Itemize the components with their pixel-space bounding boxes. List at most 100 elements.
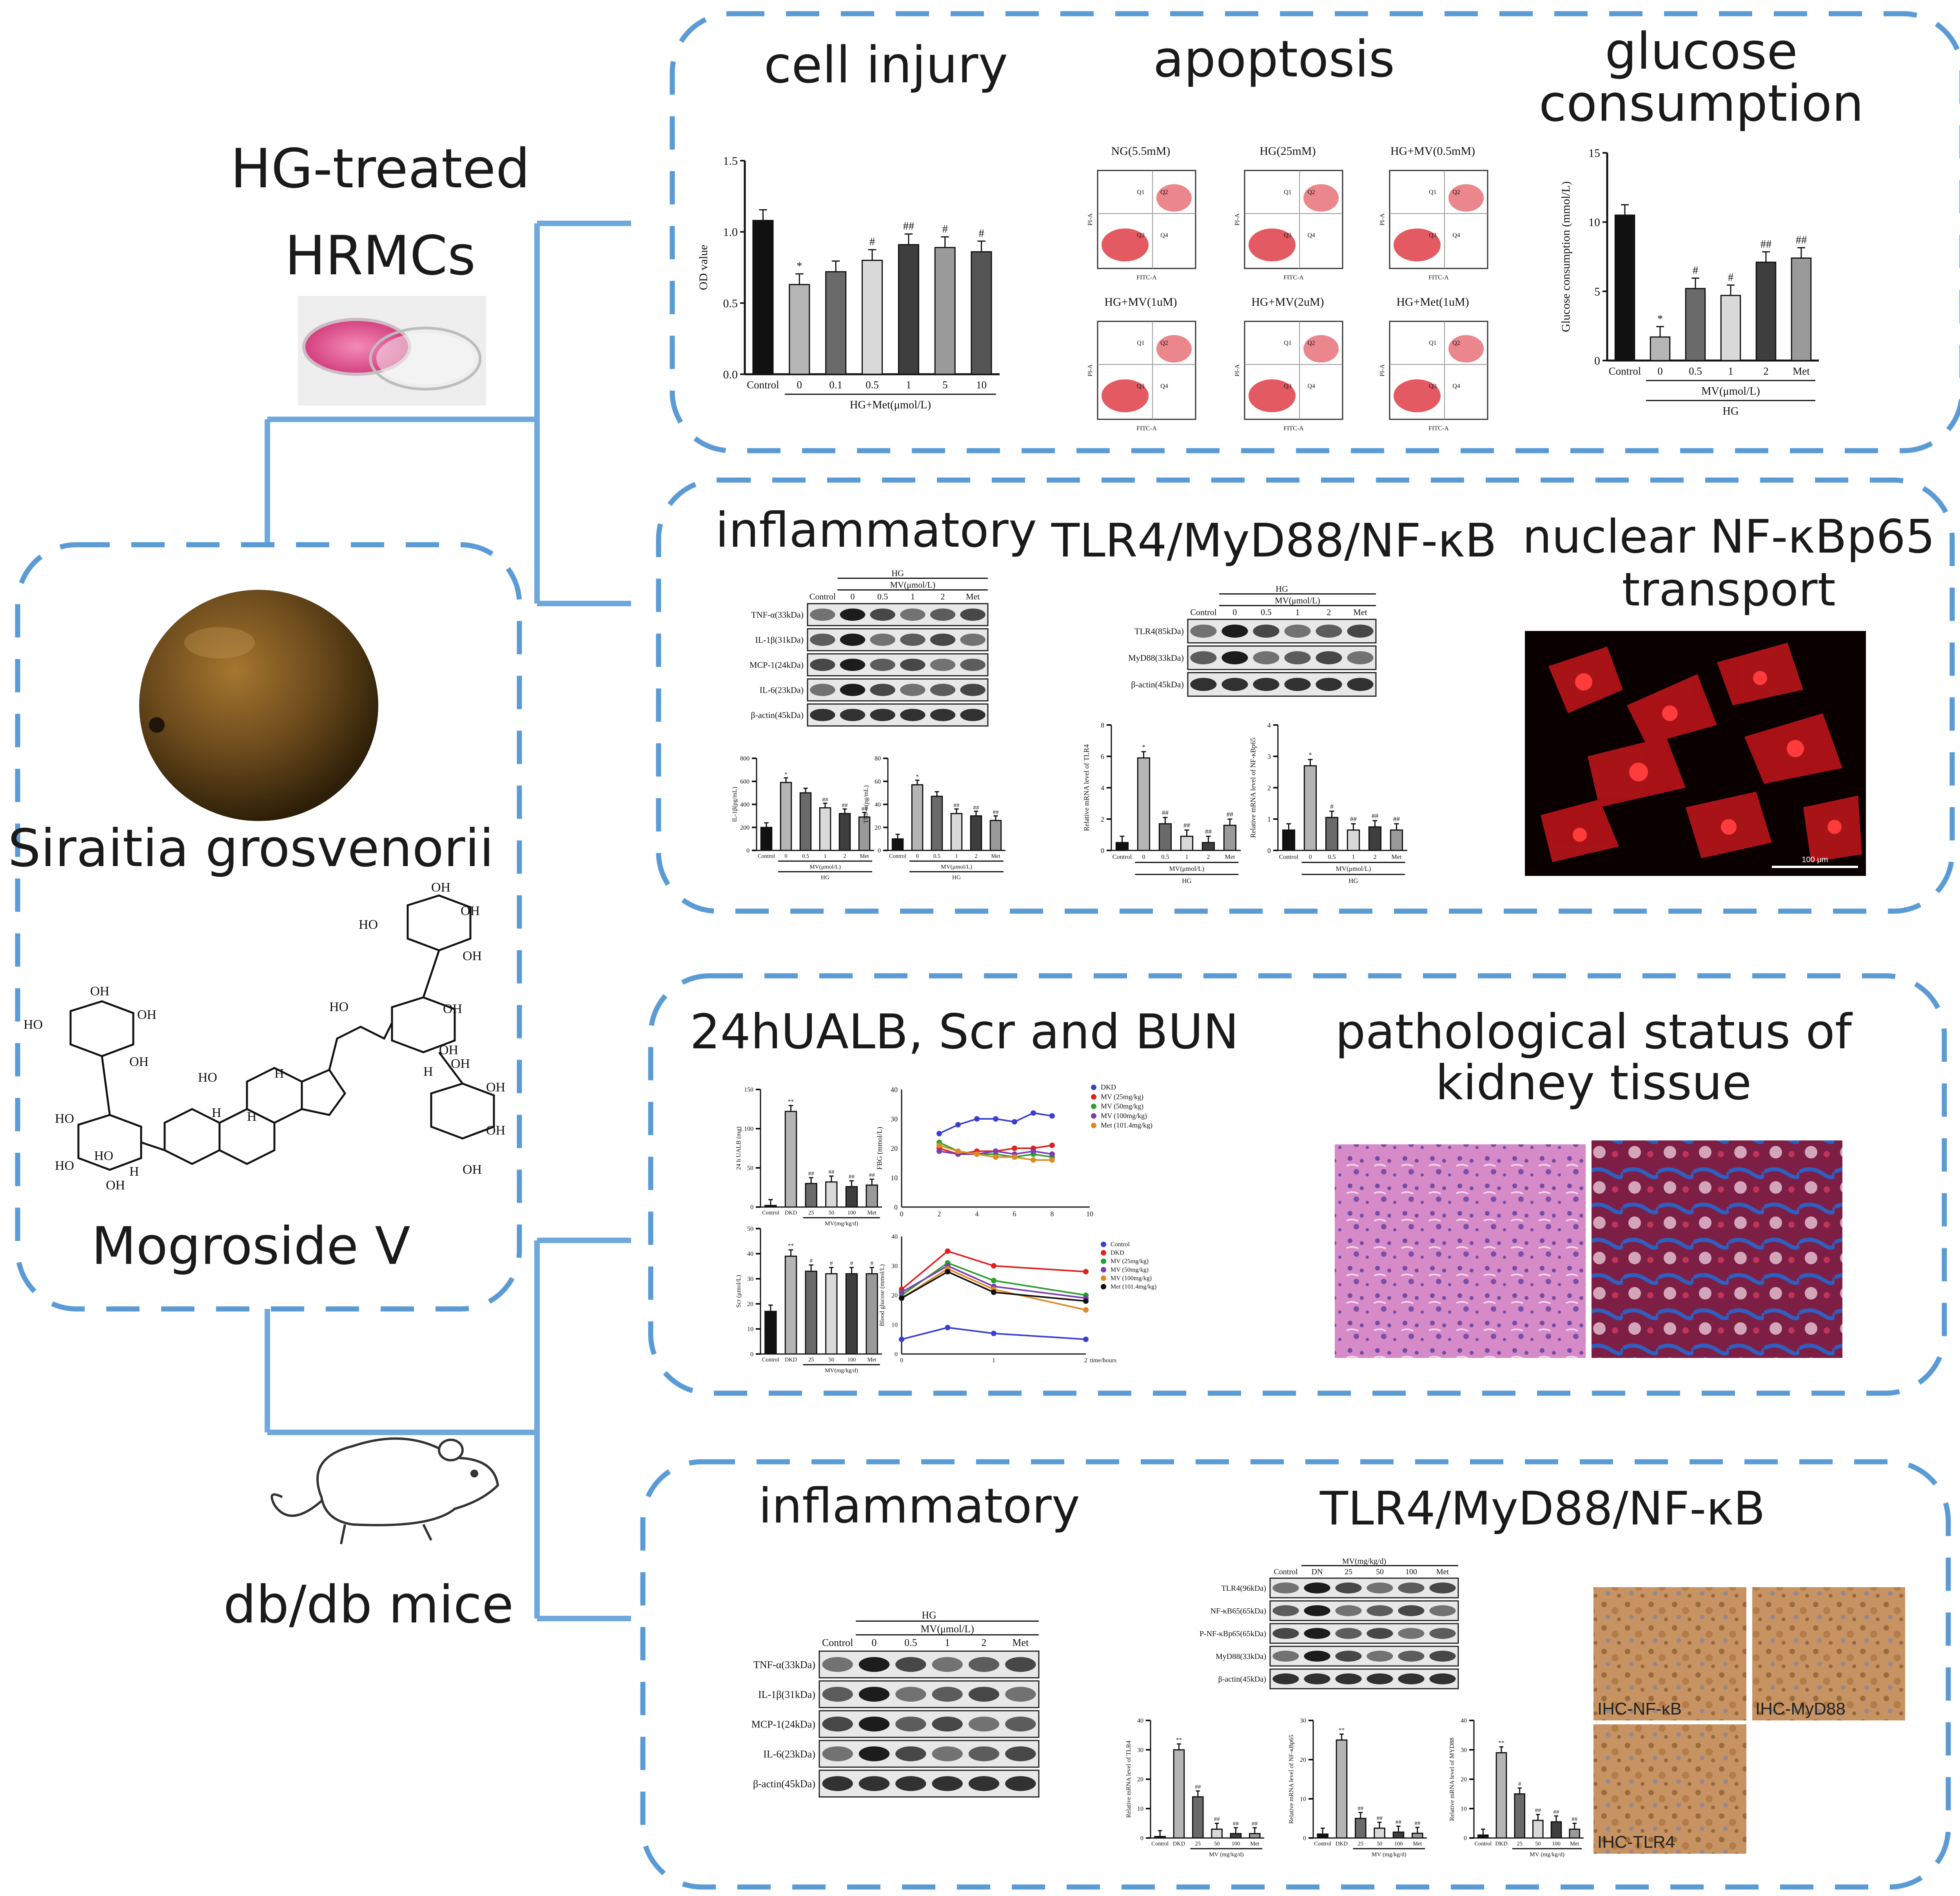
- blot-band: [822, 1717, 853, 1732]
- y-tick-label: 800: [740, 756, 750, 762]
- bar: [1355, 1818, 1367, 1839]
- blot-band: [1316, 651, 1342, 665]
- blot-header: HG: [922, 1610, 936, 1621]
- bar: [805, 1183, 817, 1208]
- cell-population: [1394, 228, 1441, 261]
- significance-mark: ##: [1414, 1820, 1421, 1827]
- title-consumption: consumption: [1539, 74, 1864, 133]
- series-line: [901, 1250, 1086, 1290]
- blot-band: [1272, 1582, 1299, 1593]
- legend-entry: Control: [1111, 1241, 1130, 1248]
- blot-header: MV(μmol/L): [1275, 596, 1320, 605]
- significance-mark: *: [1657, 313, 1663, 325]
- y-tick-label: 0: [1140, 1835, 1143, 1842]
- blot-band: [1398, 1605, 1425, 1616]
- y-tick-label: 2: [1101, 815, 1104, 823]
- x-tick-label: 2: [1763, 365, 1769, 377]
- bar: [780, 782, 792, 851]
- y-tick-label: 40: [1137, 1718, 1143, 1724]
- significance-mark: ##: [842, 802, 848, 809]
- y-tick-label: 400: [740, 801, 750, 808]
- y-tick-label: 5: [1594, 285, 1600, 298]
- x-tick-label: 2: [843, 853, 846, 859]
- bar: [838, 813, 851, 851]
- blot-band: [870, 608, 895, 621]
- significance-mark: **: [1339, 1727, 1345, 1733]
- outer-label: HG: [1722, 405, 1739, 417]
- blot-band: [968, 1776, 1000, 1791]
- lane-label: 1: [1296, 607, 1300, 617]
- panel-1-border: [670, 11, 1960, 453]
- blot-strip: [818, 1710, 1040, 1738]
- struct-label: HO: [55, 1111, 74, 1126]
- blot-band: [840, 683, 866, 696]
- y-tick-label: 10: [1300, 1796, 1306, 1803]
- data-point: [945, 1248, 951, 1254]
- y-tick-label: 10: [1461, 1806, 1467, 1813]
- y-tick-label: 50: [747, 1226, 753, 1233]
- bar: [789, 284, 810, 375]
- y-tick-label: 40: [747, 1251, 753, 1258]
- x-tick-label: DKD: [785, 1357, 797, 1363]
- x-tick-label: 2: [938, 1210, 941, 1218]
- significance-mark: ##: [861, 805, 867, 812]
- data-point: [936, 1131, 942, 1137]
- fruit-label: Siraitia grosvenorii: [8, 818, 494, 879]
- quadrant-label: Q4: [1307, 383, 1315, 390]
- bar: [845, 1273, 858, 1355]
- struct-label: OH: [463, 1162, 482, 1177]
- cell-population: [1448, 335, 1484, 363]
- blot-band: [810, 658, 835, 671]
- ihc-myd88-label: IHC-MyD88: [1755, 1699, 1846, 1718]
- blot-band: [930, 658, 956, 671]
- bar: [1115, 842, 1129, 851]
- bar: [1347, 829, 1360, 851]
- x-tick-label: 0: [797, 379, 802, 391]
- blot-band: [1335, 1673, 1362, 1684]
- struct-label: H: [274, 1066, 284, 1081]
- y-tick-label: 3: [1267, 752, 1271, 760]
- bar: [1282, 829, 1296, 851]
- blot-band: [1367, 1651, 1393, 1662]
- quadrant-label: Q1: [1284, 340, 1292, 346]
- lane-label: 0.5: [877, 591, 888, 601]
- flow-panel-title: HG+MV(0.5mM): [1390, 145, 1475, 158]
- y-tick-label: 1: [1267, 815, 1271, 823]
- group-label: MV(μmol/L): [941, 863, 972, 870]
- data-point: [1012, 1119, 1017, 1125]
- significance-mark: *: [797, 260, 802, 272]
- blot-band: [822, 1746, 853, 1762]
- significance-mark: *: [916, 773, 919, 780]
- significance-mark: ##: [869, 1172, 875, 1178]
- data-point: [1083, 1336, 1089, 1342]
- legend-marker: [1101, 1284, 1106, 1290]
- title-nfkb-nuclear: nuclear NF-κBp65: [1523, 509, 1935, 564]
- x-tick-label: DKD: [1495, 1841, 1507, 1847]
- blot-band: [900, 683, 926, 696]
- lane-label: 1: [911, 591, 915, 601]
- flow-y-label: PI-A: [1379, 364, 1386, 377]
- blot-band: [1005, 1717, 1036, 1732]
- outer-label: HG: [821, 874, 829, 881]
- data-point: [936, 1142, 942, 1148]
- struct-label: OH: [137, 1008, 156, 1022]
- y-axis-label: Scr (μmol/L): [735, 1275, 742, 1308]
- data-point: [993, 1148, 998, 1154]
- flow-x-label: FITC-A: [1136, 425, 1157, 432]
- lane-label: Met: [1012, 1637, 1029, 1648]
- blot-band: [1304, 1582, 1330, 1593]
- struct-label: OH: [486, 1123, 505, 1138]
- y-tick-label: 8: [1101, 721, 1104, 729]
- significance-mark: ##: [993, 809, 999, 816]
- blot-band: [1429, 1673, 1456, 1684]
- flow-y-label: PI-A: [1087, 364, 1094, 377]
- y-tick-label: 0: [746, 848, 750, 854]
- struct-label: HO: [55, 1158, 74, 1173]
- blot-band: [960, 683, 985, 696]
- x-tick-label: 0.1: [829, 379, 842, 391]
- x-tick-label: 1: [1185, 854, 1188, 861]
- blot-band: [1272, 1628, 1299, 1639]
- struct-label: HO: [94, 1149, 113, 1163]
- x-tick-label: 1: [1728, 365, 1733, 377]
- x-tick-label: 0.5: [866, 379, 879, 391]
